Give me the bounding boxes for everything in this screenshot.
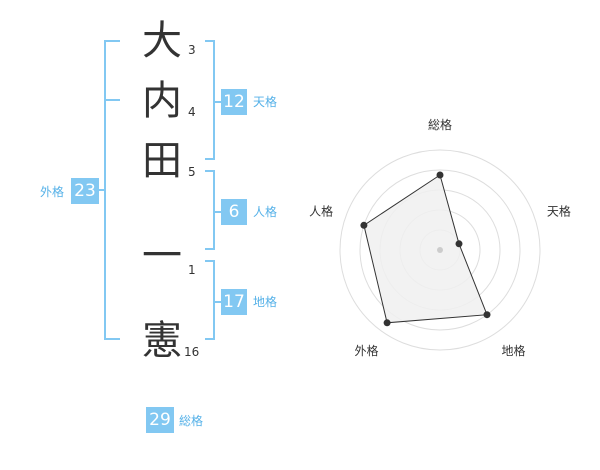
chikaku-value: 17	[221, 289, 247, 315]
radar-axis-label: 地格	[501, 343, 525, 358]
radar-center-dot	[437, 247, 443, 253]
name-char-2: 内	[142, 78, 182, 124]
stroke-count-4: 1	[188, 263, 196, 277]
radar-axis-label: 外格	[354, 343, 378, 358]
radar-point	[455, 240, 463, 248]
name-char-3: 田	[142, 138, 182, 184]
radar-axis-label: 総格	[428, 117, 452, 132]
name-char-5: 憲	[142, 318, 182, 364]
radar-point	[436, 171, 444, 179]
radar-point	[383, 319, 391, 327]
stroke-count-5: 16	[184, 345, 200, 359]
gaikaku-label: 外格	[40, 185, 65, 199]
jinkaku-value: 6	[221, 199, 247, 225]
gaikaku-value: 23	[71, 178, 99, 204]
name-char-4: 一	[142, 233, 182, 279]
stroke-count-3: 5	[188, 165, 196, 179]
tenkaku-label: 天格	[253, 95, 278, 109]
chikaku-label: 地格	[253, 295, 278, 309]
radar-axis-label: 天格	[547, 203, 571, 218]
radar-grid-ring	[339, 149, 541, 351]
radar-axis-label: 人格	[309, 203, 333, 218]
stroke-count-2: 4	[188, 105, 196, 119]
soukaku-value: 29	[146, 407, 174, 433]
radar-grid-ring	[359, 169, 521, 331]
radar-point	[360, 221, 368, 229]
name-char-1: 大	[142, 18, 182, 64]
jinkaku-label: 人格	[253, 205, 278, 219]
soukaku-label: 総格	[179, 414, 204, 428]
radar-data-polygon	[363, 174, 488, 324]
stroke-count-1: 3	[188, 43, 196, 57]
radar-point	[483, 311, 491, 319]
tenkaku-value: 12	[221, 89, 247, 115]
